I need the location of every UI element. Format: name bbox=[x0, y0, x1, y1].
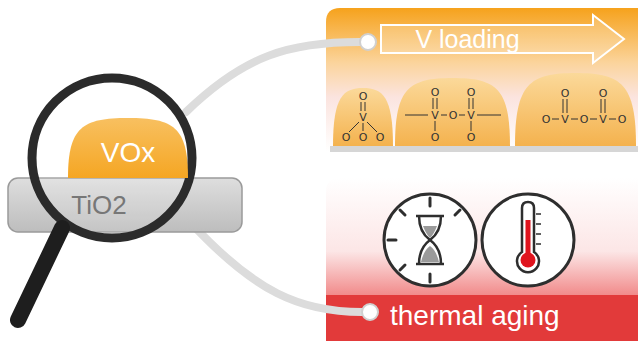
atom-symbol: V bbox=[599, 114, 607, 125]
node-label: V loading bbox=[415, 27, 519, 52]
oxide-dome: VOx bbox=[68, 118, 188, 178]
support-box: TiO2 bbox=[8, 178, 242, 232]
loading-panel bbox=[326, 8, 638, 152]
monomer-dome: OVOOO bbox=[333, 88, 393, 146]
aging-panel bbox=[326, 178, 638, 341]
node-label: VOx bbox=[101, 139, 155, 167]
node-label: TiO2 bbox=[71, 192, 126, 218]
oligomer-dome: OOVOVOO bbox=[395, 78, 510, 146]
atom-symbol: O bbox=[431, 87, 440, 98]
atom-symbol: O bbox=[580, 114, 589, 125]
atom-symbol: O bbox=[449, 110, 458, 121]
atom-symbol: O bbox=[359, 91, 368, 102]
atom-symbol: O bbox=[359, 132, 368, 143]
atom-symbol: O bbox=[618, 114, 627, 125]
atom-symbol: O bbox=[467, 87, 476, 98]
atom-symbol: V bbox=[561, 114, 569, 125]
atom-symbol: V bbox=[359, 112, 367, 123]
atom-symbol: O bbox=[467, 132, 476, 143]
node-outline bbox=[515, 73, 636, 146]
aging-band bbox=[326, 295, 638, 341]
support-surface bbox=[330, 146, 638, 152]
hourglass-icon bbox=[384, 194, 476, 286]
leader-line bbox=[186, 34, 378, 320]
polymer-dome: OOOVOVO bbox=[515, 73, 636, 146]
atom-symbol: V bbox=[467, 110, 475, 121]
loading-arrow: V loading bbox=[380, 14, 625, 64]
atom-symbol: O bbox=[376, 132, 385, 143]
thermometer-icon bbox=[482, 194, 574, 286]
atom-symbol: O bbox=[342, 132, 351, 143]
atom-symbol: O bbox=[599, 88, 608, 99]
atom-symbol: O bbox=[431, 132, 440, 143]
atom-symbol: V bbox=[431, 110, 439, 121]
magnifier bbox=[18, 78, 192, 320]
atom-symbol: O bbox=[561, 88, 570, 99]
aging-label-band: thermal aging bbox=[326, 295, 638, 341]
atom-symbol: O bbox=[542, 114, 551, 125]
node-label: thermal aging bbox=[390, 302, 560, 330]
